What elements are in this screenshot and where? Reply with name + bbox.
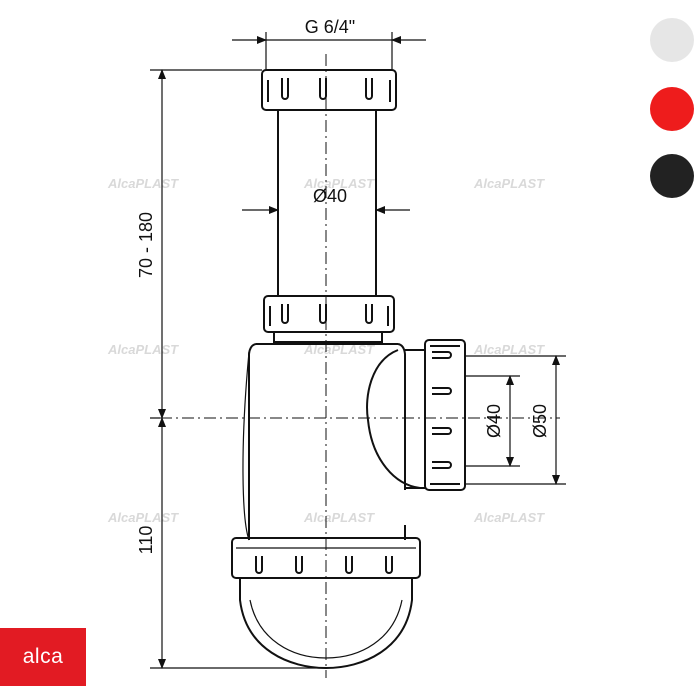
watermark: AlcaPLAST xyxy=(473,510,545,525)
lower-height-label: 110 xyxy=(136,526,156,555)
dimension-lines xyxy=(150,32,566,669)
watermark: AlcaPLAST xyxy=(107,510,179,525)
watermark-group: AlcaPLAST AlcaPLAST AlcaPLAST AlcaPLAST … xyxy=(107,176,545,525)
alca-logo: alca xyxy=(0,628,86,686)
middle-nut xyxy=(263,295,395,333)
color-swatch-red[interactable] xyxy=(650,87,694,131)
siphon-body xyxy=(231,69,466,670)
outlet-nut xyxy=(424,339,466,491)
watermark: AlcaPLAST xyxy=(473,176,545,191)
logo-text: alca xyxy=(22,645,64,668)
pipe-diameter-label: Ø40 xyxy=(313,186,347,206)
watermark: AlcaPLAST xyxy=(303,342,375,357)
color-swatch-white[interactable] xyxy=(650,18,694,62)
outlet-outer-diameter-label: Ø50 xyxy=(530,404,550,438)
watermark: AlcaPLAST xyxy=(303,176,375,191)
body-neck xyxy=(273,332,383,343)
color-swatch-black[interactable] xyxy=(650,154,694,198)
bottle-body-shade xyxy=(242,351,250,541)
watermark: AlcaPLAST xyxy=(107,342,179,357)
height-adjustable-label: 70 - 180 xyxy=(136,212,156,278)
outlet-nut-ribs xyxy=(430,345,460,485)
outlet-connector xyxy=(405,349,425,489)
bottom-nut-ribs xyxy=(255,556,393,574)
inlet-thread-label: G 6/4" xyxy=(305,17,355,37)
vertical-pipe xyxy=(277,110,377,296)
watermark: AlcaPLAST xyxy=(107,176,179,191)
top-nut xyxy=(261,69,397,111)
watermark: AlcaPLAST xyxy=(473,342,545,357)
middle-nut-ribs xyxy=(269,304,389,326)
inner-bend xyxy=(366,349,421,489)
centerlines xyxy=(160,54,560,678)
top-nut-ribs xyxy=(267,78,391,102)
watermark: AlcaPLAST xyxy=(303,510,375,525)
outlet-inner-diameter-label: Ø40 xyxy=(484,404,504,438)
bottle-body xyxy=(248,343,406,540)
